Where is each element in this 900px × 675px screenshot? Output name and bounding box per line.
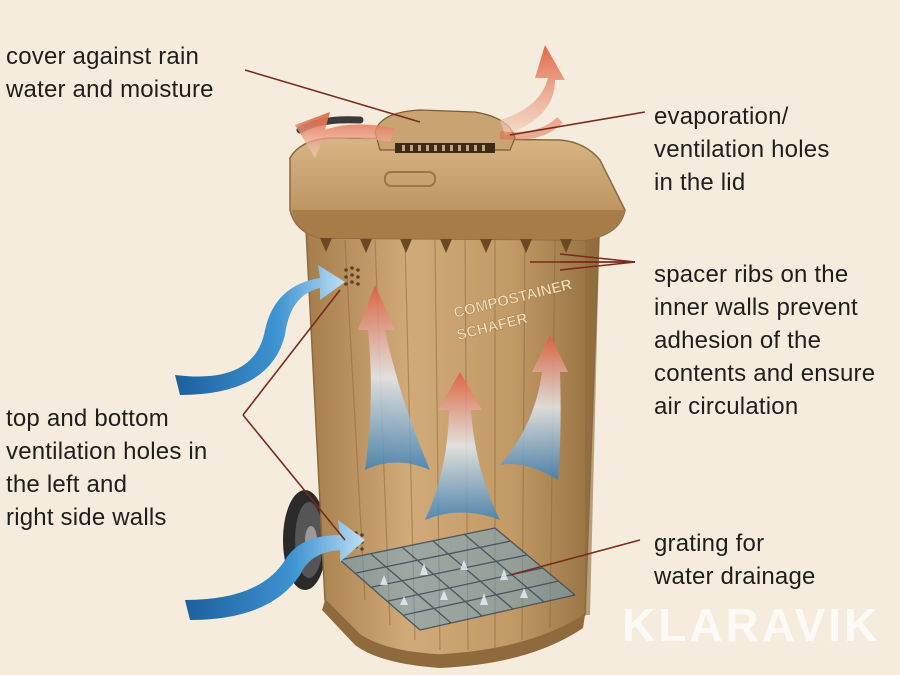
label-grating: grating for water drainage xyxy=(654,530,816,590)
rising-air-arrows xyxy=(358,285,568,520)
label-side-ventilation: top and bottom ventilation holes in the … xyxy=(6,405,208,531)
label-cover: cover against rain water and moisture xyxy=(6,43,214,103)
drainage-grating xyxy=(339,527,576,631)
ventilation-holes-top xyxy=(344,266,360,286)
watermark-logo: KLARAVIK xyxy=(622,599,881,651)
evaporation-arrows xyxy=(295,45,565,158)
label-evaporation-holes: evaporation/ ventilation holes in the li… xyxy=(654,103,830,196)
label-spacer-ribs: spacer ribs on the inner walls prevent a… xyxy=(654,261,876,420)
incoming-air-arrows xyxy=(175,265,365,620)
leader-lines xyxy=(242,69,646,576)
bin-lid xyxy=(289,109,626,253)
